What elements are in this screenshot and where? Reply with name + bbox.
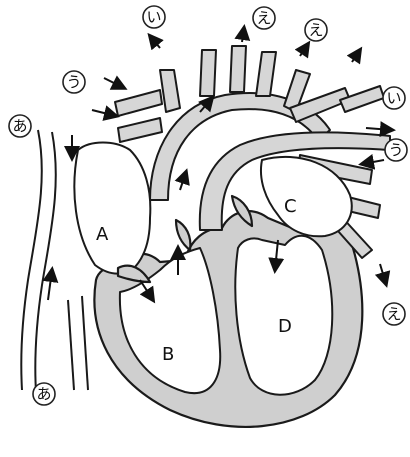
branch-vessel-6 (115, 90, 162, 116)
label-u-top-left: う (63, 71, 85, 93)
flow-arrow-8 (150, 36, 160, 48)
label-a-top-left-text: あ (12, 117, 27, 135)
vena-cava-left-outer (21, 130, 42, 390)
branch-vessel-1 (160, 70, 180, 112)
label-e-bottom-right: え (383, 303, 405, 325)
chamber-c-label: C (284, 196, 297, 217)
label-i-top: い (143, 6, 165, 28)
label-a-bottom-left: あ (33, 383, 55, 405)
label-e-top-2: え (305, 19, 327, 41)
flow-arrow-14 (366, 128, 392, 130)
valve-center (176, 220, 190, 250)
label-i-right-text: い (386, 89, 401, 107)
vena-cava-left-inner (35, 132, 56, 392)
label-a-top-left: あ (9, 115, 31, 137)
vena-cava-lower-inner (82, 296, 88, 390)
flow-arrow-16 (380, 264, 386, 284)
label-i-top-text: い (146, 8, 161, 26)
branch-vessel-3 (230, 46, 246, 92)
label-u-right-text: う (388, 141, 403, 159)
vena-cava-lower-outer (68, 300, 74, 390)
chamber-a-label: A (96, 224, 109, 245)
flow-arrow-10 (300, 44, 308, 56)
label-u-right: う (385, 139, 407, 161)
flow-arrow-2 (48, 270, 52, 300)
flow-arrow-15 (362, 160, 384, 164)
label-e-top-1: え (253, 7, 275, 29)
branch-vessel-2 (200, 50, 216, 96)
chamber-b-label: B (162, 344, 174, 365)
flow-arrow-12 (92, 110, 116, 116)
label-e-bottom-right-text: え (386, 305, 401, 323)
label-i-right: い (383, 87, 405, 109)
flow-arrow-5 (180, 172, 186, 190)
label-e-top-2-text: え (308, 21, 323, 39)
label-u-top-left-text: う (66, 73, 81, 91)
chamber-d-label: D (278, 316, 292, 337)
label-a-bottom-left-text: あ (36, 385, 51, 403)
branch-vessel-4 (256, 52, 276, 96)
label-e-top-1-text: え (256, 9, 271, 27)
flow-arrow-9 (242, 28, 244, 42)
atrium-a (74, 143, 150, 274)
flow-arrow-13 (352, 50, 360, 62)
flow-arrow-11 (104, 78, 124, 88)
branch-vessel-7 (118, 118, 162, 142)
